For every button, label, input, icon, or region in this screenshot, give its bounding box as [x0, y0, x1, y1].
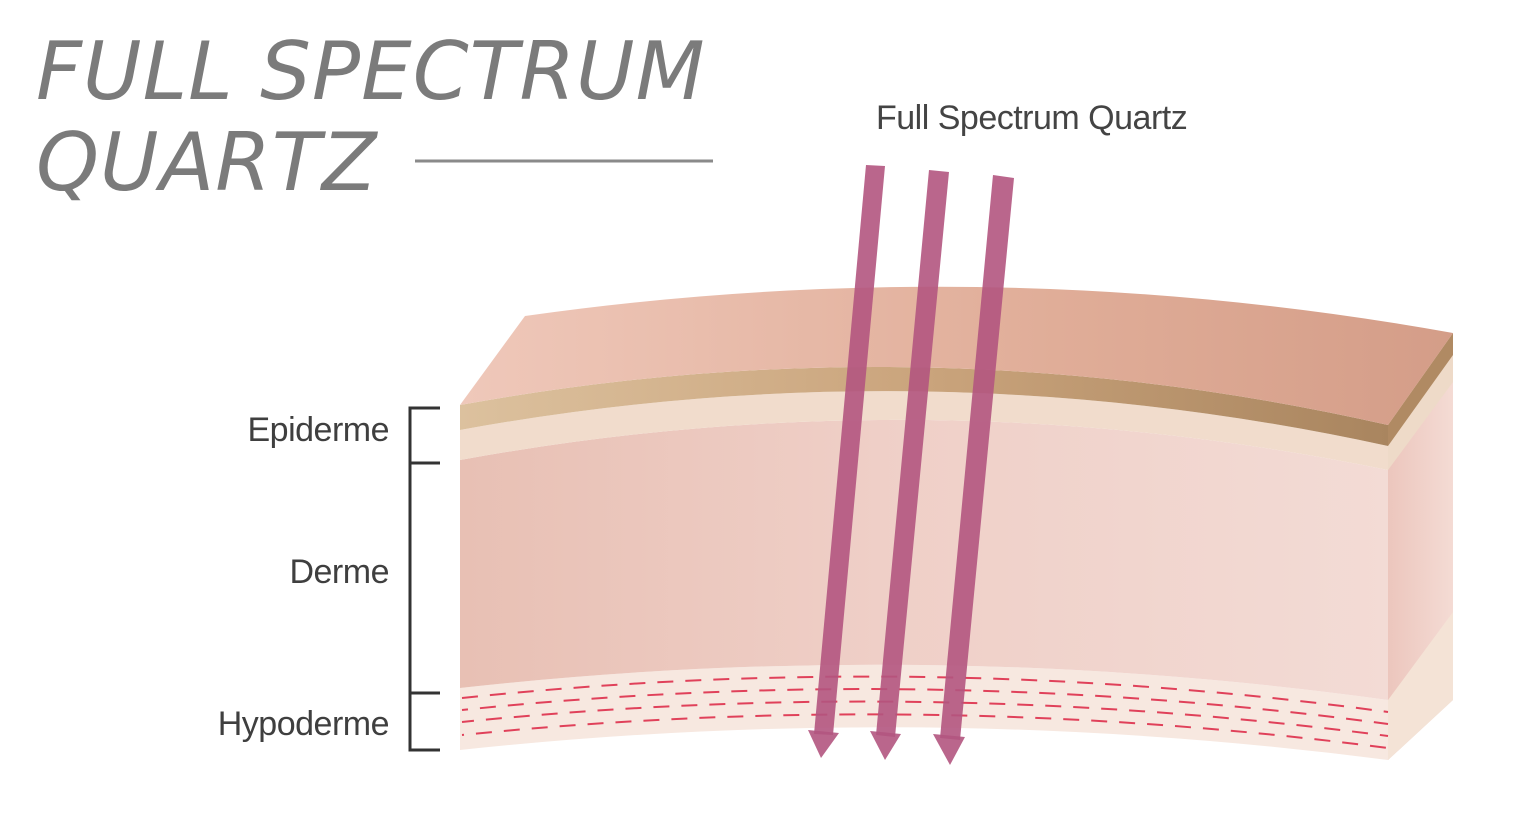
bracket-hypoderme: [410, 693, 440, 750]
label-derme: Derme: [289, 553, 389, 591]
bracket-derme: [410, 463, 440, 693]
label-epiderme: Epiderme: [247, 411, 389, 449]
bracket-epiderme: [410, 408, 440, 463]
label-hypoderme: Hypoderme: [218, 705, 389, 743]
dermis-layer: [460, 420, 1388, 700]
layer-labels: Epiderme Derme Hypoderme: [218, 411, 389, 743]
title-line-1: FULL SPECTRUM: [36, 25, 706, 118]
rays-label: Full Spectrum Quartz: [876, 99, 1187, 137]
layer-brackets: [410, 408, 440, 750]
title-line-2: QUARTZ: [36, 116, 379, 209]
diagram-title: FULL SPECTRUM QUARTZ: [36, 25, 713, 209]
